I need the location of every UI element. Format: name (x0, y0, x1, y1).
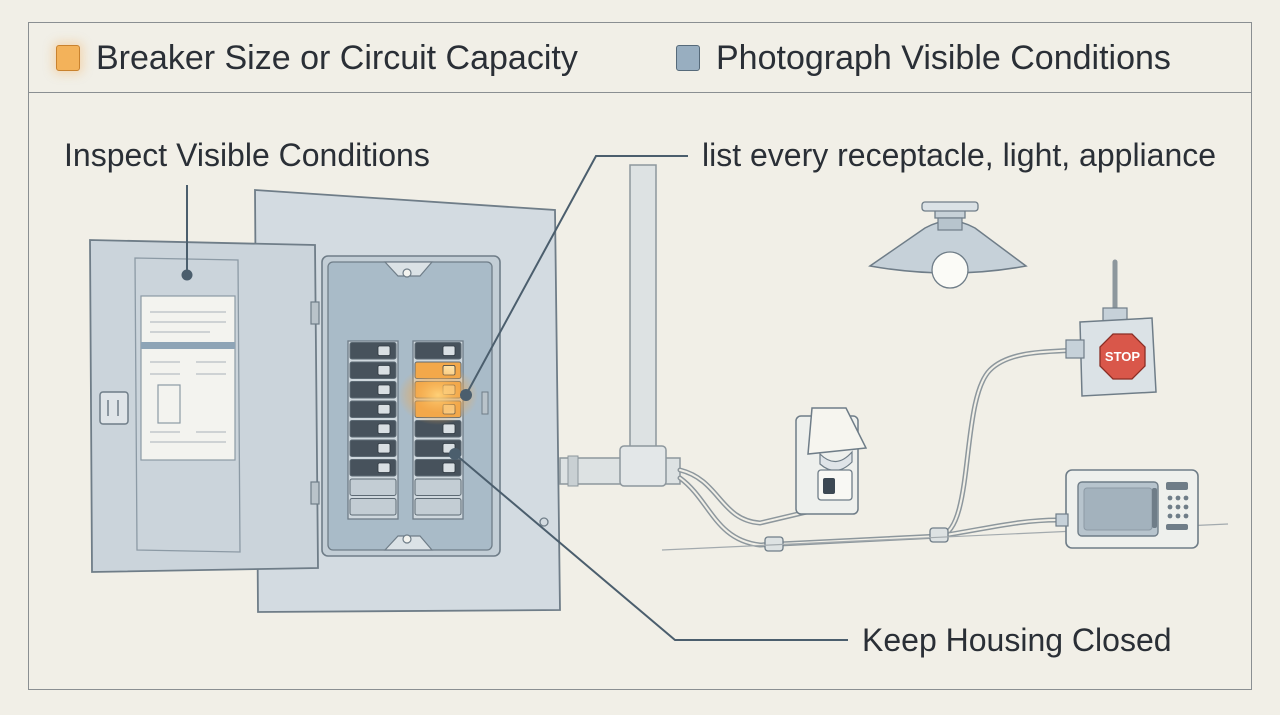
callout-line-list (466, 155, 688, 394)
legend-swatch-blue (676, 45, 700, 71)
microwave (1055, 469, 1199, 549)
breaker-toggle (442, 423, 456, 434)
breaker-glow (398, 365, 478, 425)
legend-item-photograph: Photograph Visible Conditions (676, 38, 1171, 78)
callout-dot-list (460, 389, 472, 401)
breaker (349, 498, 397, 516)
callout-dot-keep (449, 448, 461, 460)
breaker-toggle (377, 423, 391, 434)
breaker-toggle (377, 384, 391, 395)
table-lamp-shade (807, 407, 868, 455)
wall-outlet-with-lamp (795, 407, 868, 515)
stop-switch-box: STOP (1065, 307, 1157, 397)
breaker-columns (347, 340, 478, 520)
breaker (349, 478, 397, 496)
legend-divider (28, 92, 1252, 93)
callout-lines (186, 155, 848, 641)
stop-sign-icon (1099, 333, 1146, 380)
legend-swatch-orange (56, 45, 80, 71)
legend-item-breaker-size: Breaker Size or Circuit Capacity (56, 38, 578, 78)
conduit-pipe (559, 164, 681, 487)
panel-door (89, 239, 320, 573)
breaker (414, 478, 462, 496)
callout-line-keep (454, 453, 848, 641)
breaker-toggle (377, 365, 391, 376)
breaker-toggle (377, 404, 391, 415)
callout-list-every-receptacle: list every receptacle, light, appliance (702, 137, 1217, 173)
stop-sign-label: STOP (1105, 349, 1140, 364)
breaker-toggle (442, 345, 456, 356)
breaker-toggle (377, 462, 391, 473)
ceiling-lamp (868, 201, 1028, 289)
wiring (677, 259, 1118, 548)
breaker-toggle (442, 462, 456, 473)
breaker-toggle (377, 345, 391, 356)
legend-label-breaker-size: Breaker Size or Circuit Capacity (96, 38, 578, 77)
plug-icon (823, 478, 835, 494)
breaker (414, 498, 462, 516)
diagram-frame (28, 22, 1252, 690)
callout-dot-inspect (181, 269, 193, 281)
microwave-keypad (1166, 482, 1189, 530)
door-latch (99, 391, 129, 425)
legend-label-photograph: Photograph Visible Conditions (716, 38, 1171, 77)
callout-inspect-visible-conditions: Inspect Visible Conditions (64, 137, 430, 173)
breaker-toggle (377, 443, 391, 454)
callout-keep-housing-closed: Keep Housing Closed (862, 622, 1172, 658)
